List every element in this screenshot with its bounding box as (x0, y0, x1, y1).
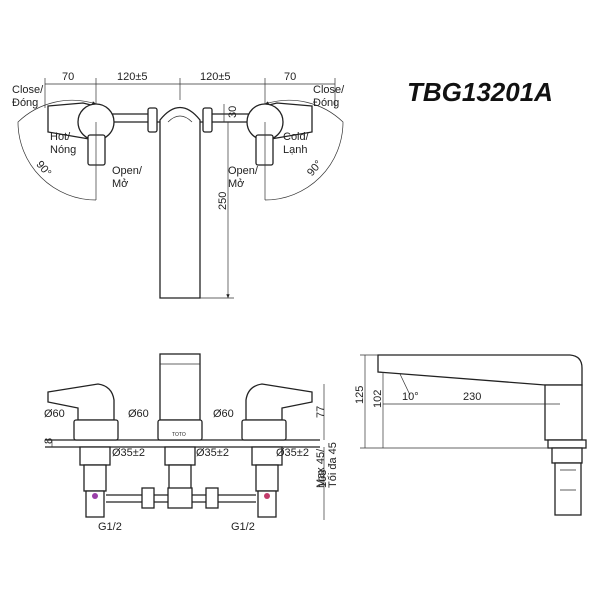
side-view: 125 102 230 10° (354, 354, 587, 516)
left-open-label-2: Mở (112, 178, 128, 190)
left-handle-front (47, 383, 119, 441)
dim-125: 125 (354, 386, 366, 404)
angle-10: 10° (402, 391, 419, 403)
under-deck-assembly (79, 446, 283, 518)
hot-label-1: Hot/ (50, 131, 71, 143)
spout-front: TOTO (157, 353, 203, 441)
left-open-label-1: Open/ (112, 165, 143, 177)
dim-103: 103 (317, 470, 329, 488)
diam-60-left: Ø60 (44, 408, 65, 420)
dim-230: 230 (463, 391, 481, 403)
dim-8: 8 (43, 438, 55, 444)
cold-label-2: Lạnh (283, 144, 307, 156)
dim-30: 30 (227, 106, 239, 118)
dim-120-right: 120±5 (200, 71, 231, 83)
bore-35-left: Ø35±2 (112, 447, 145, 459)
left-swing-arc (17, 99, 97, 201)
right-close-label-1: Close/ (313, 84, 345, 96)
spout-side-profile (377, 354, 583, 386)
dim-70-right: 70 (284, 71, 296, 83)
hot-label-2: Nóng (50, 144, 76, 156)
dim-77: 77 (315, 406, 327, 418)
spout-top (159, 106, 201, 299)
right-open-label-1: Open/ (228, 165, 259, 177)
top-view: 70 120±5 120±5 70 30 (12, 71, 345, 299)
right-close-label-2: Đóng (313, 97, 339, 109)
model-code: TBG13201A (407, 77, 553, 107)
max-label-1: Max 45/ (315, 448, 327, 488)
left-angle-label: 90° (33, 159, 53, 179)
thread-right: G1/2 (231, 521, 255, 533)
cold-label-1: Cold/ (283, 131, 310, 143)
left-close-label-2: Đóng (12, 97, 38, 109)
diam-60-right: Ø60 (213, 408, 234, 420)
dim-70-left: 70 (62, 71, 74, 83)
dim-120-left: 120±5 (117, 71, 148, 83)
front-view: TOTO Ø60 Ø60 Ø60 Ø35±2 (43, 353, 339, 533)
max-label-2: Tối đa 45 (327, 442, 339, 488)
right-handle-front (241, 383, 313, 441)
top-dimension-chain: 70 120±5 120±5 70 (44, 71, 336, 108)
bore-35-right: Ø35±2 (276, 447, 309, 459)
diam-60-center: Ø60 (128, 408, 149, 420)
right-swing-arc (264, 99, 344, 201)
right-open-label-2: Mở (228, 178, 244, 190)
thread-left: G1/2 (98, 521, 122, 533)
brand-mark: TOTO (172, 432, 186, 438)
dim-102: 102 (372, 390, 384, 408)
dim-250: 250 (217, 192, 229, 210)
left-close-label-1: Close/ (12, 84, 44, 96)
bore-35-center: Ø35±2 (196, 447, 229, 459)
